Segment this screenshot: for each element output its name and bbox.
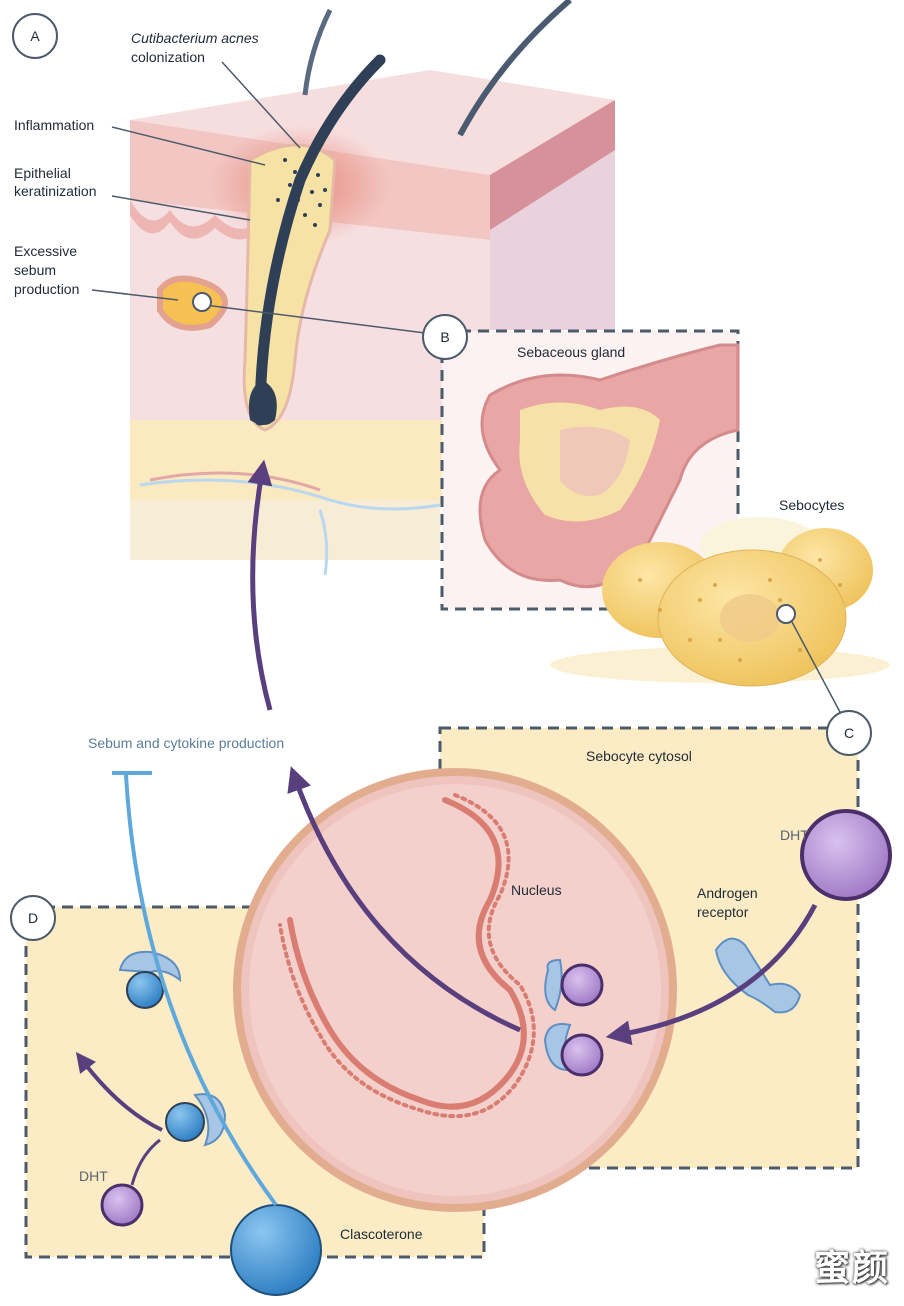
dna-strand (278, 793, 536, 1119)
nucleus (233, 768, 677, 1212)
panel-b-title: Sebaceous gland (517, 344, 626, 360)
label-inflammation: Inflammation (14, 117, 95, 133)
panel-b-badge: B (422, 314, 468, 360)
clascoterone-molecule (230, 1204, 322, 1296)
label-excessive: Excessive (14, 243, 78, 259)
panel-a-badge: A (12, 13, 58, 59)
label-receptor: receptor (697, 904, 749, 920)
purple-arrows (75, 459, 818, 1186)
label-androgen: Androgen (697, 885, 758, 901)
label-dht-d: DHT (79, 1168, 108, 1184)
label-production: production (14, 281, 80, 297)
label-clascoterone: Clascoterone (340, 1226, 423, 1242)
receptor-clascoterone-d-mid (165, 1093, 227, 1147)
label-sebocytes: Sebocytes (779, 497, 845, 513)
dht-molecule-d (100, 1183, 144, 1227)
label-nucleus: Nucleus (511, 882, 562, 898)
label-sebum-cytokine: Sebum and cytokine production (88, 735, 285, 751)
panel-d-badge: D (10, 895, 56, 941)
watermark: 蜜颜 (813, 1247, 890, 1289)
label-sebum: sebum (14, 262, 57, 278)
label-colonization: colonization (131, 49, 205, 65)
panel-c-title: Sebocyte cytosol (586, 748, 692, 764)
callout-lines-a (91, 61, 426, 334)
receptor-clascoterone-d-top (118, 950, 182, 1009)
label-cutibacterium: Cutibacterium acnes (131, 30, 259, 46)
label-epithelial: Epithelial (14, 165, 71, 181)
sebocytes-art (550, 517, 890, 713)
clascoterone-inhibition-line (112, 771, 278, 1207)
dht-molecule-c (800, 809, 892, 901)
skin-block (130, 0, 615, 576)
label-dht-c: DHT (780, 827, 809, 843)
receptor-complex-nucleus (543, 958, 604, 1077)
gland-callout-dot (192, 292, 212, 312)
label-keratinization: keratinization (14, 183, 97, 199)
panel-c-badge: C (826, 710, 872, 756)
